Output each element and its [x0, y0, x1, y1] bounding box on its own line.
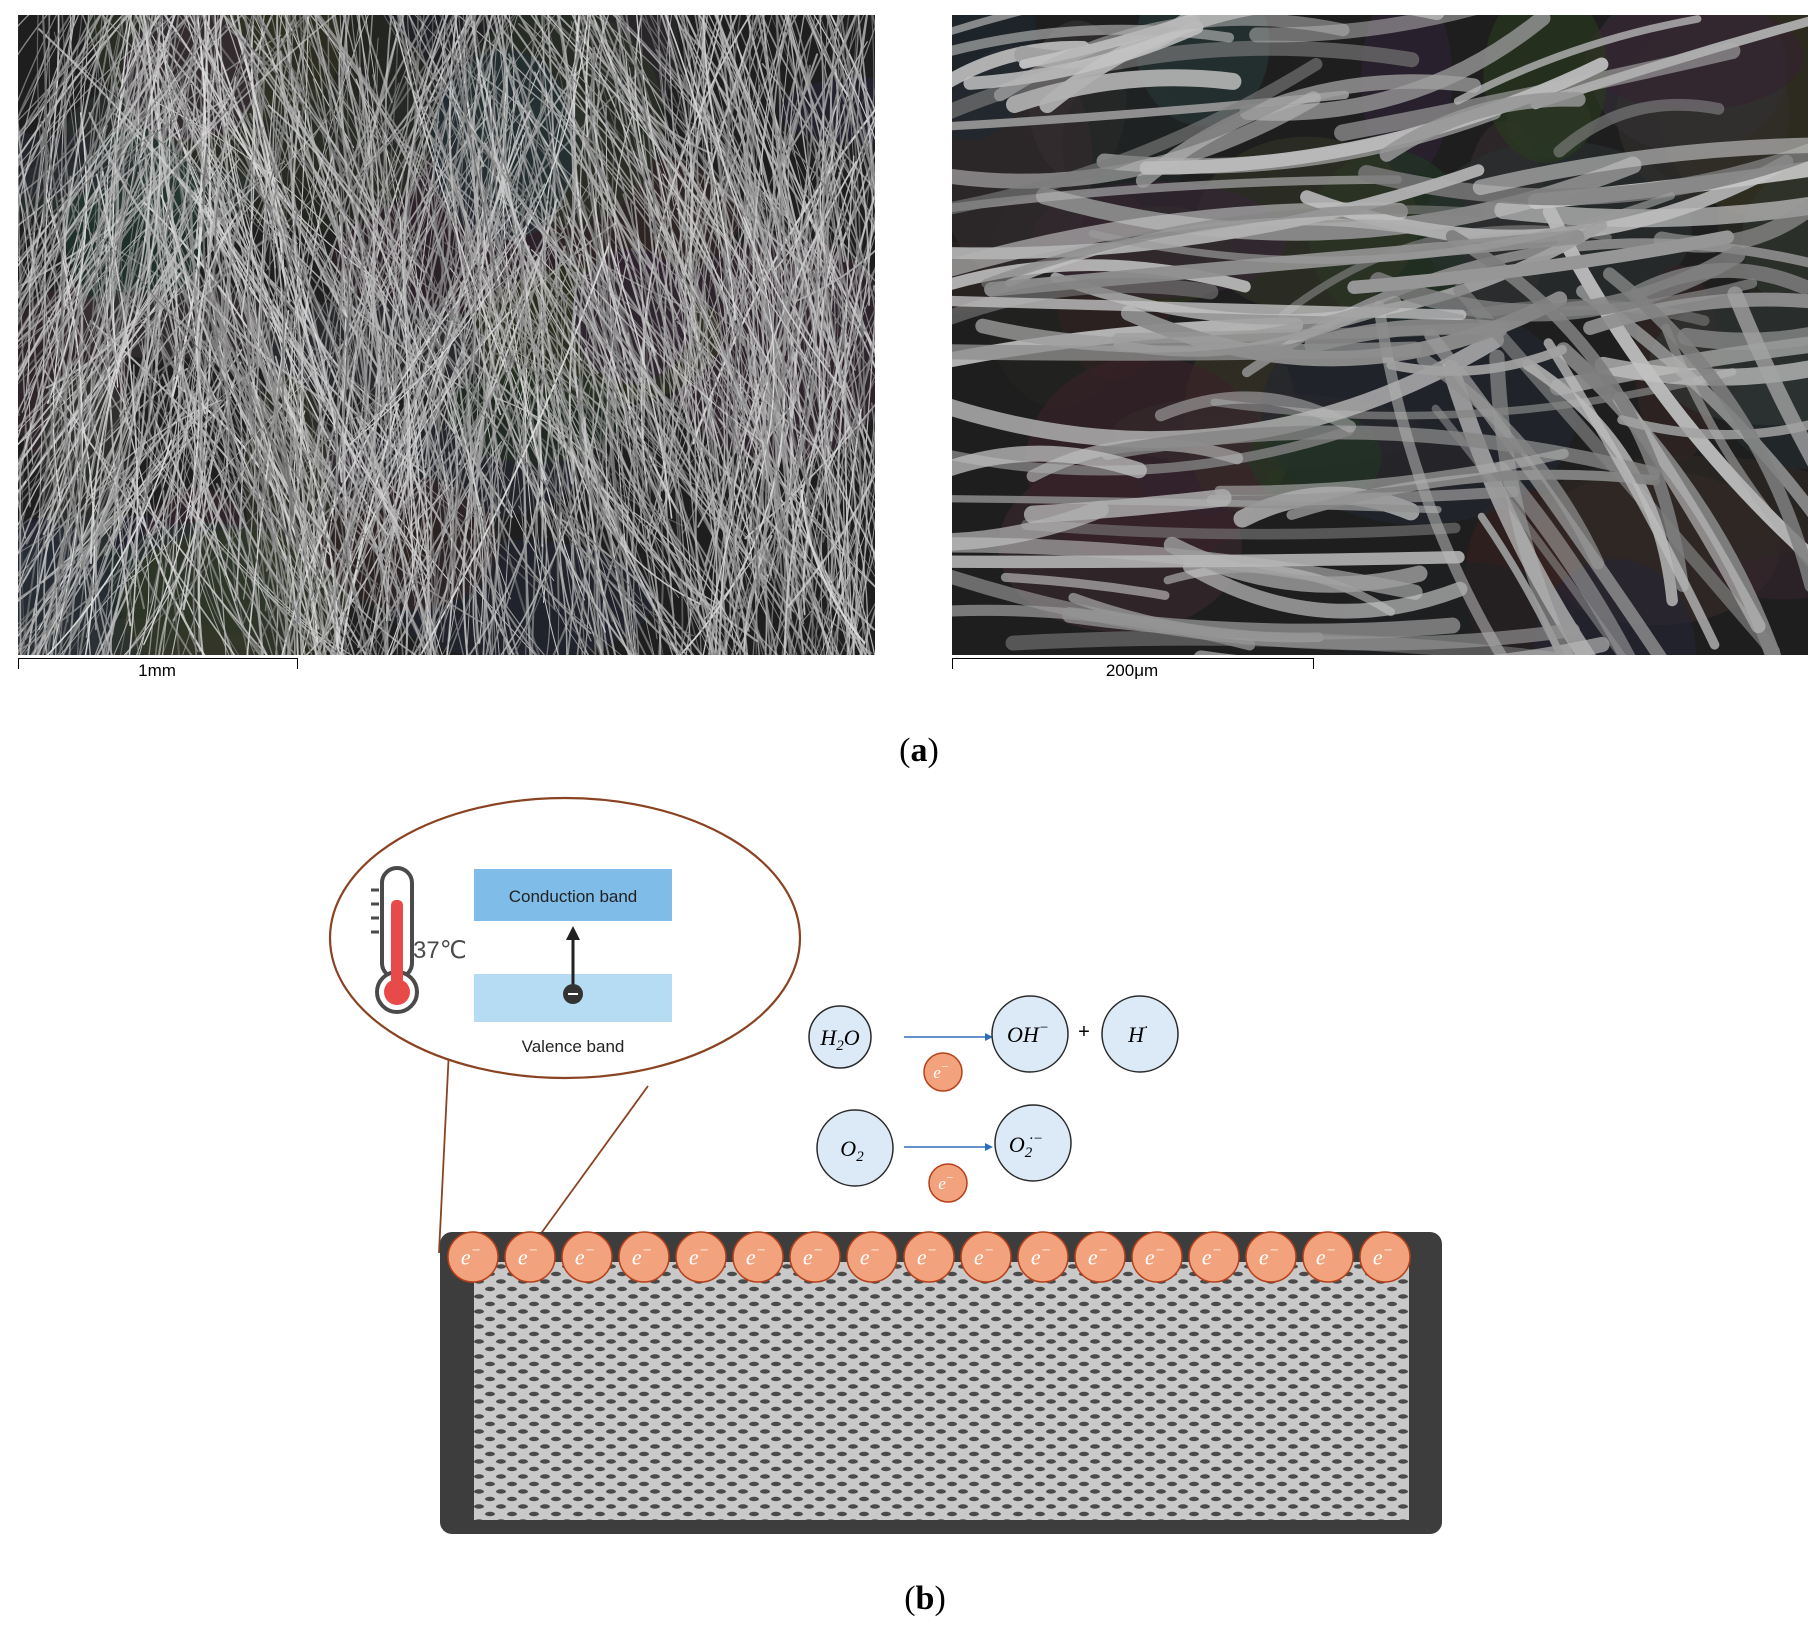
conduction-band [474, 869, 672, 921]
electron-symbol: e− [1202, 1242, 1222, 1270]
electron-10: e− [960, 1231, 1012, 1283]
panel-label-b: (b) [904, 1580, 946, 1617]
panel-label-a: (a) [899, 732, 939, 769]
water-subscript: 2 [836, 1038, 844, 1054]
scale-bar-right [952, 658, 1314, 669]
electron-symbol: e− [689, 1242, 709, 1270]
thermometer-icon [371, 866, 419, 1014]
electron-layer: e− e− e− e− e− e− e− e− e− e− e− e− e− e− e− e− e− [447, 1231, 1411, 1283]
hydrogen-symbol: H [1127, 1022, 1145, 1047]
electron-16: e− [1302, 1231, 1354, 1283]
plus-sign: + [1078, 1021, 1090, 1043]
electron-symbol: e− [461, 1242, 481, 1270]
free-electrons: e− e− [923, 1052, 968, 1203]
superoxide-charge: ·− [1029, 1131, 1043, 1147]
electron-water-reaction: e− [923, 1052, 963, 1092]
electron-14: e− [1188, 1231, 1240, 1283]
svg-text:O2: O2 [840, 1136, 864, 1165]
mechanism-diagram: 37℃ Conduction band Valence band H2O OH−… [0, 790, 1817, 1550]
svg-text:H2O: H2O [819, 1025, 859, 1054]
hydrogen-radical [1101, 995, 1179, 1073]
electron-12: e− [1074, 1231, 1126, 1283]
superoxide-radical [994, 1104, 1072, 1182]
electron-15: e− [1245, 1231, 1297, 1283]
fabric-pores [474, 1262, 1409, 1520]
water-symbol-o: O [844, 1025, 860, 1050]
inset-zoom-ellipse [328, 796, 802, 1080]
electron-17: e− [1359, 1231, 1411, 1283]
oxygen-molecule [816, 1109, 894, 1187]
electron-3: e− [561, 1231, 613, 1283]
electron-symbol: e− [860, 1242, 880, 1270]
electron-oxygen-reaction: e− [928, 1163, 968, 1203]
electron-1: e− [447, 1231, 499, 1283]
water-molecule [808, 1005, 872, 1069]
electron-4: e− [618, 1231, 670, 1283]
electron-8: e− [846, 1231, 898, 1283]
electron-symbol: e− [933, 1059, 949, 1082]
electron-11: e− [1017, 1231, 1069, 1283]
scale-label-right: 200μm [1105, 661, 1159, 680]
electron-2: e− [504, 1231, 556, 1283]
sem-image-high-magnification [952, 15, 1808, 655]
electron-symbol: e− [1373, 1242, 1393, 1270]
svg-text:OH−: OH− [1007, 1020, 1049, 1047]
electron-symbol: e− [1316, 1242, 1336, 1270]
hydroxide-symbol: OH [1007, 1022, 1040, 1047]
electron-symbol: e− [1088, 1242, 1108, 1270]
svg-text:O2·−: O2·− [1009, 1131, 1043, 1161]
hydroxide-ion [991, 995, 1069, 1073]
electron-7: e− [789, 1231, 841, 1283]
electron-symbol: e− [518, 1242, 538, 1270]
electron-symbol: e− [632, 1242, 652, 1270]
scale-bar-left [18, 658, 298, 669]
superoxide-symbol: O [1009, 1132, 1025, 1157]
water-symbol: H [819, 1025, 837, 1050]
oxygen-symbol: O [840, 1136, 856, 1161]
electron-13: e− [1131, 1231, 1183, 1283]
electron-symbol: e− [575, 1242, 595, 1270]
electron-symbol: e− [1145, 1242, 1165, 1270]
electron-5: e− [675, 1231, 727, 1283]
electron-symbol: e− [803, 1242, 823, 1270]
hydroxide-charge: − [1039, 1020, 1049, 1036]
reaction-water: H2O OH− + H· [808, 995, 1179, 1073]
electron-6: e− [732, 1231, 784, 1283]
electron-symbol: e− [917, 1242, 937, 1270]
conduction-band-label: Conduction band [509, 887, 638, 906]
electron-symbol: e− [1031, 1242, 1051, 1270]
superoxide-subscript: 2 [1025, 1145, 1033, 1161]
excitation-arrow [563, 926, 583, 1004]
scale-label-left: 1mm [138, 661, 176, 680]
temperature-label: 37℃ [413, 937, 467, 964]
reaction-oxygen: O2 O2·− [816, 1104, 1072, 1187]
sem-image-low-magnification [18, 15, 875, 655]
oxygen-subscript: 2 [856, 1149, 864, 1165]
hydrogen-radical-dot: · [1144, 1020, 1148, 1036]
svg-text:H·: H· [1127, 1020, 1148, 1047]
electron-symbol: e− [746, 1242, 766, 1270]
electron-9: e− [903, 1231, 955, 1283]
valence-band-label: Valence band [522, 1037, 625, 1056]
electron-symbol: e− [1259, 1242, 1279, 1270]
electron-symbol: e− [974, 1242, 994, 1270]
electron-symbol: e− [938, 1170, 954, 1193]
